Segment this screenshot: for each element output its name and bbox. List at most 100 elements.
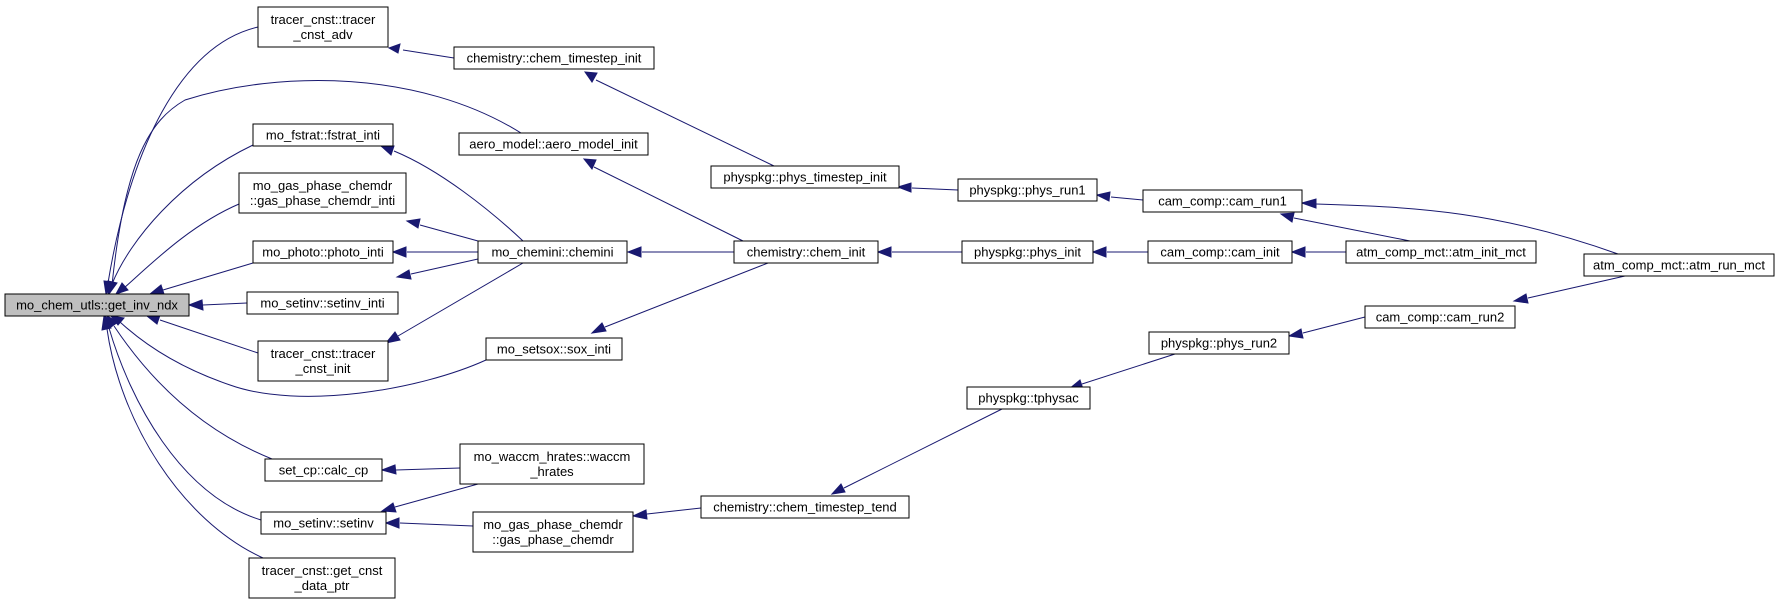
node-label: mo_setinv::setinv (273, 516, 374, 531)
node-chemini[interactable]: mo_chemini::chemini (477, 240, 628, 264)
edge-chemini-tracer_init (384, 262, 524, 344)
node-label: mo_fstrat::fstrat_inti (266, 128, 380, 143)
node-photo[interactable]: mo_photo::photo_inti (252, 240, 394, 264)
arrowhead-icon (395, 269, 412, 280)
edge-tphysac-chem_ts_tend (830, 408, 1003, 495)
node-tracer-adv[interactable]: tracer_cnst::tracer_cnst_adv (257, 6, 389, 48)
node-label: _hrates (529, 464, 574, 479)
node-chem-ts-init[interactable]: chemistry::chem_timestep_init (453, 46, 655, 70)
node-chem-init[interactable]: chemistry::chem_init (733, 240, 879, 264)
edge-phys_init-chem_init (876, 246, 962, 258)
arrowhead-icon (896, 182, 912, 193)
edge-chem_init-sox (590, 262, 769, 334)
edge-setinv_inti-root (187, 299, 248, 311)
edge-gpc-setinv (384, 517, 474, 529)
node-label: physpkg::tphysac (978, 391, 1079, 406)
edge-chemini-fstrat (379, 145, 524, 242)
arrowhead-icon (101, 314, 112, 331)
node-sox[interactable]: mo_setsox::sox_inti (485, 337, 623, 361)
node-waccm[interactable]: mo_waccm_hrates::waccm_hrates (459, 443, 645, 485)
edge-photo-root (148, 262, 254, 295)
edge-atm_init-cam_run1 (1279, 212, 1411, 242)
node-label: physpkg::phys_timestep_init (723, 170, 887, 185)
arrowhead-icon (1300, 198, 1317, 209)
node-label: ::gas_phase_chemdr_inti (250, 193, 395, 208)
node-cam-run1[interactable]: cam_comp::cam_run1 (1142, 189, 1303, 213)
node-cam-run2[interactable]: cam_comp::cam_run2 (1364, 305, 1516, 329)
arrowhead-icon (148, 284, 165, 295)
edge-cam_run2-phys_run2 (1287, 316, 1366, 339)
node-aero[interactable]: aero_model::aero_model_init (458, 132, 649, 156)
arrowhead-icon (187, 299, 204, 311)
node-calc-cp[interactable]: set_cp::calc_cp (264, 458, 383, 482)
node-label: _cnst_adv (292, 27, 353, 42)
edge-chem_init-aero (582, 158, 744, 242)
node-phys-run1[interactable]: physpkg::phys_run1 (957, 178, 1098, 202)
arrowhead-icon (631, 509, 648, 520)
node-label: mo_setsox::sox_inti (497, 342, 611, 357)
arrowhead-icon (583, 71, 598, 83)
arrowhead-icon (1091, 246, 1107, 258)
node-phys-ts-init[interactable]: physpkg::phys_timestep_init (710, 165, 900, 189)
node-setinv[interactable]: mo_setinv::setinv (260, 511, 387, 535)
arrowhead-icon (384, 331, 401, 344)
node-label: mo_gas_phase_chemdr (483, 517, 623, 532)
node-label: mo_waccm_hrates::waccm (474, 449, 631, 464)
arrowhead-icon (380, 464, 397, 475)
node-label: mo_chem_utls::get_inv_ndx (16, 298, 178, 313)
node-phys-init[interactable]: physpkg::phys_init (961, 240, 1094, 264)
node-gpc-inti[interactable]: mo_gas_phase_chemdr::gas_phase_chemdr_in… (238, 172, 407, 214)
node-label: cam_comp::cam_run1 (1158, 194, 1287, 209)
edge-cam_init-phys_init (1091, 246, 1148, 258)
edge-chemini-gpc_inti (405, 218, 479, 242)
edge-cam_run1-phys_run1 (1095, 191, 1144, 202)
arrowhead-icon (1095, 191, 1111, 202)
edge-get_cnst-root (101, 314, 264, 559)
node-gpc[interactable]: mo_gas_phase_chemdr::gas_phase_chemdr (472, 511, 634, 553)
edge-tracer_init-root (145, 314, 259, 354)
edge-waccm-calc_cp (380, 464, 461, 475)
node-label: tracer_cnst::get_cnst (262, 563, 383, 578)
node-label: _data_ptr (294, 578, 351, 593)
node-label: mo_gas_phase_chemdr (253, 178, 393, 193)
node-get-cnst[interactable]: tracer_cnst::get_cnst_data_ptr (248, 557, 396, 599)
arrowhead-icon (830, 483, 846, 495)
edge-fstrat-root (107, 144, 254, 296)
node-label: atm_comp_mct::atm_init_mct (1356, 245, 1526, 260)
edge-atm_run-cam_run2 (1512, 275, 1626, 304)
node-tracer-init[interactable]: tracer_cnst::tracer_cnst_init (257, 340, 389, 382)
arrowhead-icon (384, 517, 400, 529)
arrowhead-icon (1512, 293, 1529, 304)
node-fstrat[interactable]: mo_fstrat::fstrat_inti (252, 123, 394, 147)
arrowhead-icon (380, 502, 397, 513)
node-chem-ts-tend[interactable]: chemistry::chem_timestep_tend (700, 495, 910, 519)
edge-chem_init-chemini (626, 246, 734, 258)
node-label: cam_comp::cam_init (1160, 245, 1280, 260)
node-setinv-inti[interactable]: mo_setinv::setinv_inti (246, 291, 399, 315)
node-label: cam_comp::cam_run2 (1376, 310, 1505, 325)
node-label: mo_photo::photo_inti (262, 245, 384, 260)
node-tphysac[interactable]: physpkg::tphysac (966, 386, 1091, 410)
node-label: chemistry::chem_init (747, 245, 866, 260)
arrowhead-icon (405, 218, 421, 229)
edge-chemini-photo (391, 246, 478, 258)
edge-phys_run1-phys_ts_init (896, 182, 959, 193)
node-atm-init[interactable]: atm_comp_mct::atm_init_mct (1345, 240, 1537, 264)
node-atm-run[interactable]: atm_comp_mct::atm_run_mct (1583, 253, 1775, 277)
node-label: physpkg::phys_run1 (969, 183, 1085, 198)
node-phys-run2[interactable]: physpkg::phys_run2 (1148, 331, 1290, 355)
node-label: aero_model::aero_model_init (469, 137, 638, 152)
edge-atm_init-cam_init (1290, 246, 1346, 258)
arrowhead-icon (1290, 246, 1306, 258)
node-label: set_cp::calc_cp (279, 463, 369, 478)
node-cam-init[interactable]: cam_comp::cam_init (1147, 240, 1293, 264)
node-root[interactable]: mo_chem_utls::get_inv_ndx (4, 293, 190, 317)
edge-chem_ts_tend-gpc (631, 507, 702, 520)
arrowhead-icon (876, 246, 892, 258)
arrowhead-icon (387, 43, 401, 54)
edge-phys_run2-tphysac (1067, 353, 1176, 390)
edge-chemini-setinv_inti (395, 258, 479, 280)
edge-phys_ts_init-chem_ts_init (583, 71, 775, 167)
node-label: tracer_cnst::tracer (271, 12, 376, 27)
